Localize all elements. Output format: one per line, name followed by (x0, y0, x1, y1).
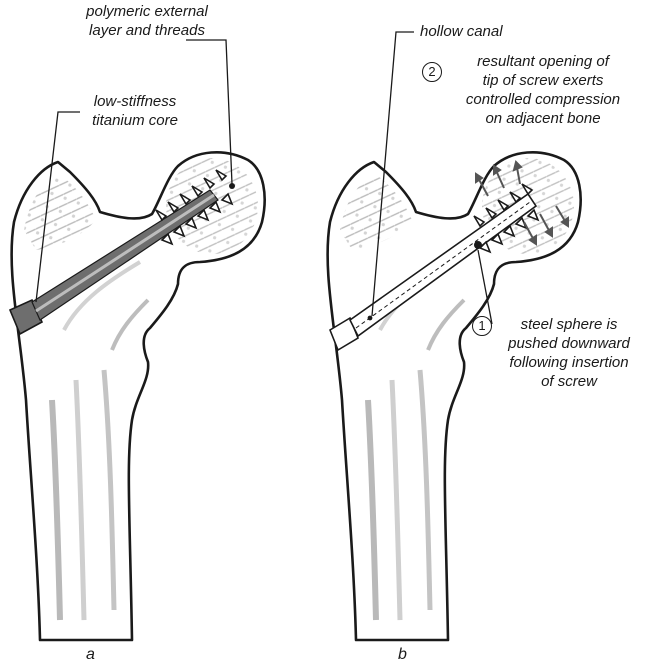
label-step1-line2: pushed downward (494, 334, 644, 353)
label-polymeric-line1: polymeric external (72, 2, 222, 21)
label-step-1: steel sphere is pushed downward followin… (494, 315, 644, 391)
label-step1-line4: of screw (494, 372, 644, 391)
label-step2-line4: on adjacent bone (448, 109, 638, 128)
steel-sphere (474, 241, 482, 249)
femur-b (328, 152, 581, 640)
label-step1-line1: steel sphere is (494, 315, 644, 334)
label-polymeric-line2: layer and threads (72, 21, 222, 40)
label-step1-line3: following insertion (494, 353, 644, 372)
label-step2-line2: tip of screw exerts (448, 71, 638, 90)
label-step2-line1: resultant opening of (448, 52, 638, 71)
label-hollow-canal: hollow canal (420, 22, 503, 41)
panel-letter-b: b (398, 646, 407, 664)
label-titanium-line1: low-stiffness (80, 92, 190, 111)
step-1-badge: 1 (472, 316, 492, 336)
label-titanium-core: low-stiffness titanium core (80, 92, 190, 130)
femur-a (12, 152, 265, 640)
label-titanium-line2: titanium core (80, 111, 190, 130)
label-polymeric-layer: polymeric external layer and threads (72, 2, 222, 40)
label-step2-line3: controlled compression (448, 90, 638, 109)
step-2-badge: 2 (422, 62, 442, 82)
label-step-2: resultant opening of tip of screw exerts… (448, 52, 638, 128)
panel-letter-a: a (86, 646, 95, 664)
